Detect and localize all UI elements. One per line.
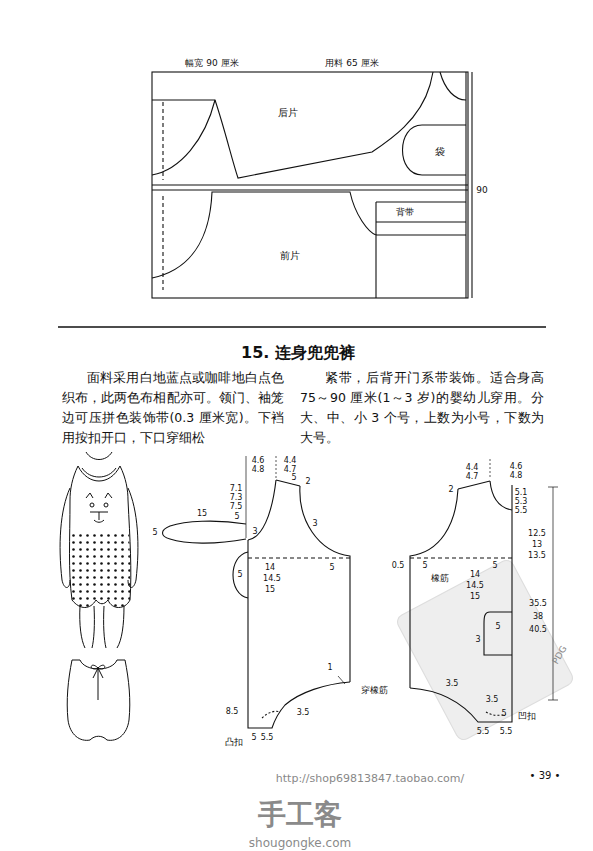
back-pattern-piece [410, 459, 558, 722]
dimension-number: 0.5 [392, 562, 405, 570]
dimension-number: 1 [327, 664, 332, 672]
front-pattern-piece [163, 456, 351, 728]
dimension-number: 5.1 [515, 489, 528, 497]
part-name: 幅宽 90 厘米 [185, 59, 238, 68]
dimension-number: 5.5 [515, 507, 528, 515]
dimension-number: 5 [291, 474, 296, 482]
watermark-text: • 39 • [530, 771, 561, 781]
dimension-number: 4.7 [284, 466, 297, 474]
child-illustration [60, 452, 138, 648]
part-note: 橡筋 [431, 574, 449, 583]
dimension-number: 3.5 [446, 680, 459, 688]
dimension-number: 5 [422, 562, 427, 570]
dimension-number: 5.5 [477, 728, 490, 736]
dimension-number: 7.5 [230, 503, 243, 511]
dimension-number: 2 [305, 478, 310, 486]
part-note: 穿橡筋 [361, 686, 388, 695]
dimension-number: 4.7 [466, 473, 479, 481]
part-note: 凹扣 [518, 712, 536, 721]
dimension-number: 5 [329, 564, 334, 572]
description-paragraph: 紧带，后背开门系带装饰。适合身高 75～90 厘米(1～3 岁)的婴幼儿穿用。分… [300, 368, 544, 448]
stamp-watermark [395, 558, 576, 743]
dimension-number: 13 [532, 541, 542, 549]
dimension-number: 12.5 [528, 530, 546, 538]
watermark-text: 手工客 [258, 801, 342, 829]
cutting-layout [152, 72, 472, 298]
dimension-number: 3.5 [486, 696, 499, 704]
dimension-number: 5 [234, 513, 239, 521]
dimension-number: 4.8 [252, 466, 265, 474]
part-name: 用料 65 厘米 [325, 59, 378, 68]
dimension-number: 4.6 [510, 463, 523, 471]
dimension-number: 5 [495, 623, 500, 631]
dimension-number: 3.5 [297, 709, 310, 717]
dimension-number: 8.5 [226, 708, 239, 716]
dimension-number: 5 [237, 571, 242, 579]
part-name: 背带 [396, 208, 414, 217]
romper-back-illustration [67, 660, 130, 740]
dimension-number: 90 [476, 186, 487, 195]
dimension-number: 13.5 [528, 552, 546, 560]
dimension-number: 5.5 [500, 728, 513, 736]
dimension-number: 7.1 [230, 485, 243, 493]
dimension-number: 3 [312, 520, 317, 528]
dimension-number: 35.5 [529, 600, 547, 608]
dimension-number: 2 [448, 486, 453, 494]
part-name: 后片 [278, 108, 298, 118]
part-name: 前片 [280, 251, 300, 261]
title-rule [58, 326, 546, 328]
dimension-number: 15 [470, 593, 480, 601]
dimension-number: 4.8 [510, 472, 523, 480]
dimension-number: 4.6 [252, 457, 265, 465]
dimension-number: 5 [492, 562, 497, 570]
watermark-text: http://shop69813847.taobao.com/ [276, 773, 464, 784]
dimension-number: 38 [533, 613, 543, 621]
part-name: 袋 [435, 147, 445, 157]
dimension-number: 3 [475, 636, 480, 644]
dimension-number: 15 [197, 510, 207, 518]
dimension-number: 4.4 [466, 464, 479, 472]
dimension-number: 5 [152, 529, 157, 537]
dimension-number: 7.3 [230, 494, 243, 502]
dimension-number: 15 [265, 586, 275, 594]
watermark-text: shougongke.com [249, 837, 351, 849]
dimension-number: 14 [265, 564, 275, 572]
dimension-number: 5.5 [261, 734, 274, 742]
dimension-number: 14.5 [466, 582, 484, 590]
dimension-number: 4.4 [284, 457, 297, 465]
watermark-text: PDG [551, 644, 568, 665]
dimension-number: 5 [251, 734, 256, 742]
dimension-number: 5 [501, 710, 506, 718]
dimension-number: 3 [252, 528, 257, 536]
section-title: 15. 连身兜兜裤 [241, 345, 355, 361]
dimension-number: 14.5 [263, 575, 281, 583]
dimension-number: 5.3 [515, 498, 528, 506]
description-paragraph: 面料采用白地蓝点或咖啡地白点色织布，此两色布相配亦可。领门、袖笼边可压拼色装饰带… [62, 368, 284, 448]
dimension-number: 14 [470, 571, 480, 579]
dimension-number: 40.5 [529, 626, 547, 634]
part-note: 凸扣 [225, 738, 243, 747]
